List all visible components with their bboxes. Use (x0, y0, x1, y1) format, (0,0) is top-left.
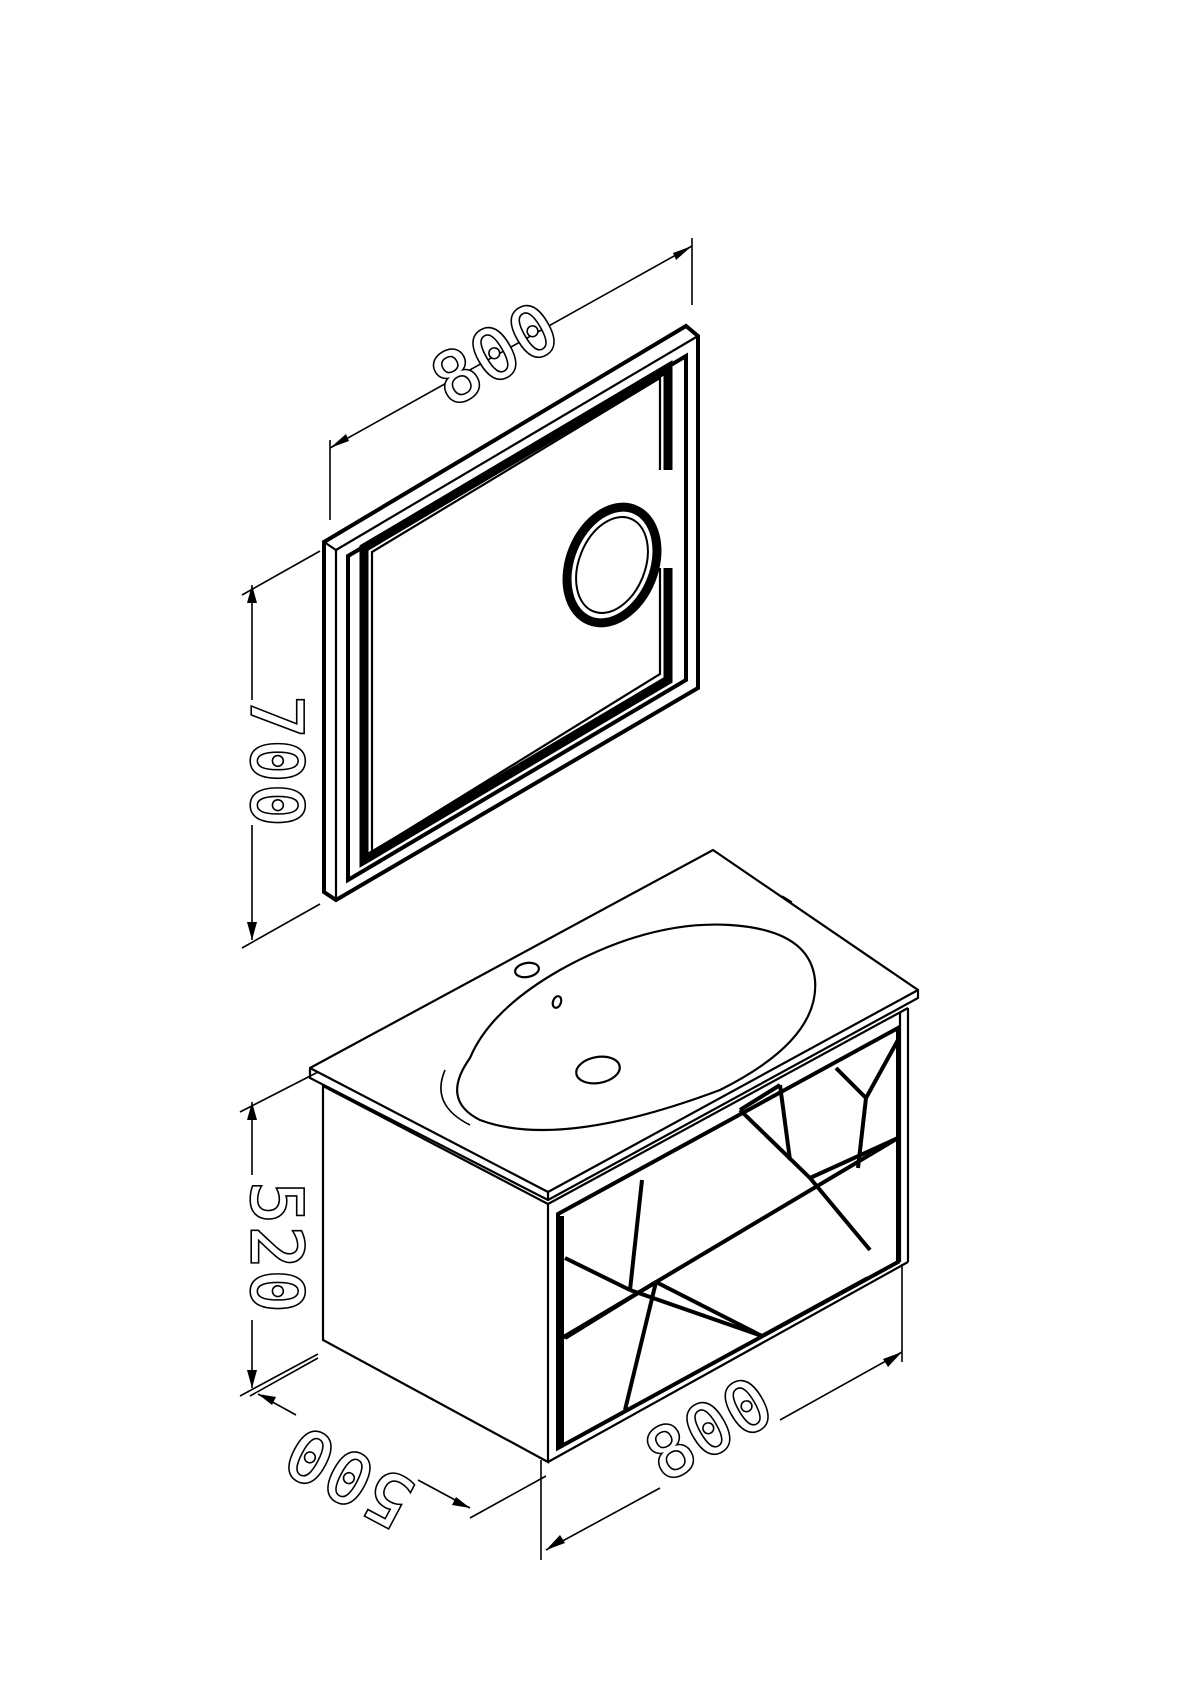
mirror-inner-frame (346, 352, 688, 884)
basin-drain (575, 1055, 621, 1085)
basin-overflow (551, 995, 563, 1009)
basin-countertop (308, 848, 920, 1202)
cabinet-height-label: 520 (235, 1182, 317, 1314)
mirror (322, 323, 700, 903)
mirror-width-label: 800 (418, 286, 574, 423)
mirror-width-dimension (329, 238, 693, 520)
mirror-led-strip (359, 360, 673, 868)
cabinet (321, 1007, 910, 1464)
mirror-height-label: 700 (235, 696, 317, 828)
cabinet-depth-dimension (249, 1357, 547, 1519)
basin (308, 848, 920, 1202)
mirror-height-dimension (241, 550, 321, 949)
cabinet-width-dimension (540, 1264, 903, 1560)
cabinet-front-pattern (563, 1039, 900, 1411)
mirror-magnifier (562, 502, 662, 628)
cabinet-width-label: 800 (632, 1361, 788, 1498)
cabinet-front (556, 1024, 900, 1452)
basin-tap-hole (514, 961, 540, 979)
cabinet-depth-label: 500 (271, 1409, 426, 1544)
cabinet-height-dimension (239, 1071, 319, 1397)
mirror-outer-frame (322, 323, 700, 903)
basin-bowl (456, 923, 817, 1132)
